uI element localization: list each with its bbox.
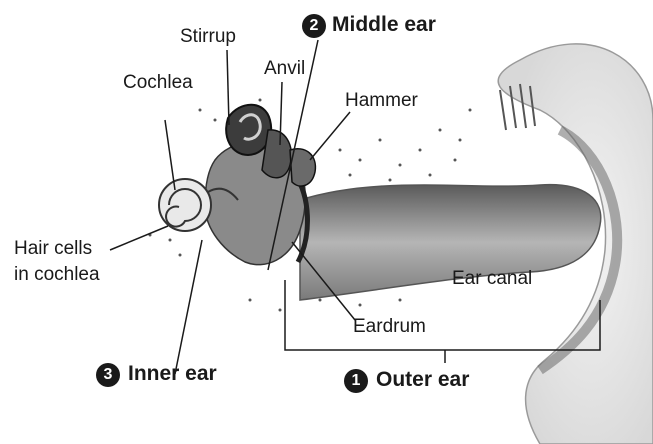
label-outer-ear: Outer ear [376, 369, 469, 391]
label-hair-cells-line2: in cochlea [14, 264, 100, 286]
ear-canal-shape [300, 185, 601, 300]
label-middle-ear: Middle ear [332, 14, 436, 36]
stirrup-shape [226, 105, 271, 155]
anvil-shape [262, 130, 291, 178]
label-stirrup: Stirrup [180, 26, 236, 48]
label-ear-canal: Ear canal [452, 268, 532, 290]
badge-inner-ear-number: 3 [96, 363, 120, 387]
label-hammer: Hammer [345, 90, 418, 112]
label-hair-cells-line1: Hair cells [14, 238, 92, 260]
label-anvil: Anvil [264, 58, 305, 80]
label-inner-ear: Inner ear [128, 363, 217, 385]
label-eardrum: Eardrum [353, 316, 426, 338]
badge-outer-ear-number: 1 [344, 369, 368, 393]
badge-middle-ear-number: 2 [302, 14, 326, 38]
label-cochlea: Cochlea [123, 72, 193, 94]
